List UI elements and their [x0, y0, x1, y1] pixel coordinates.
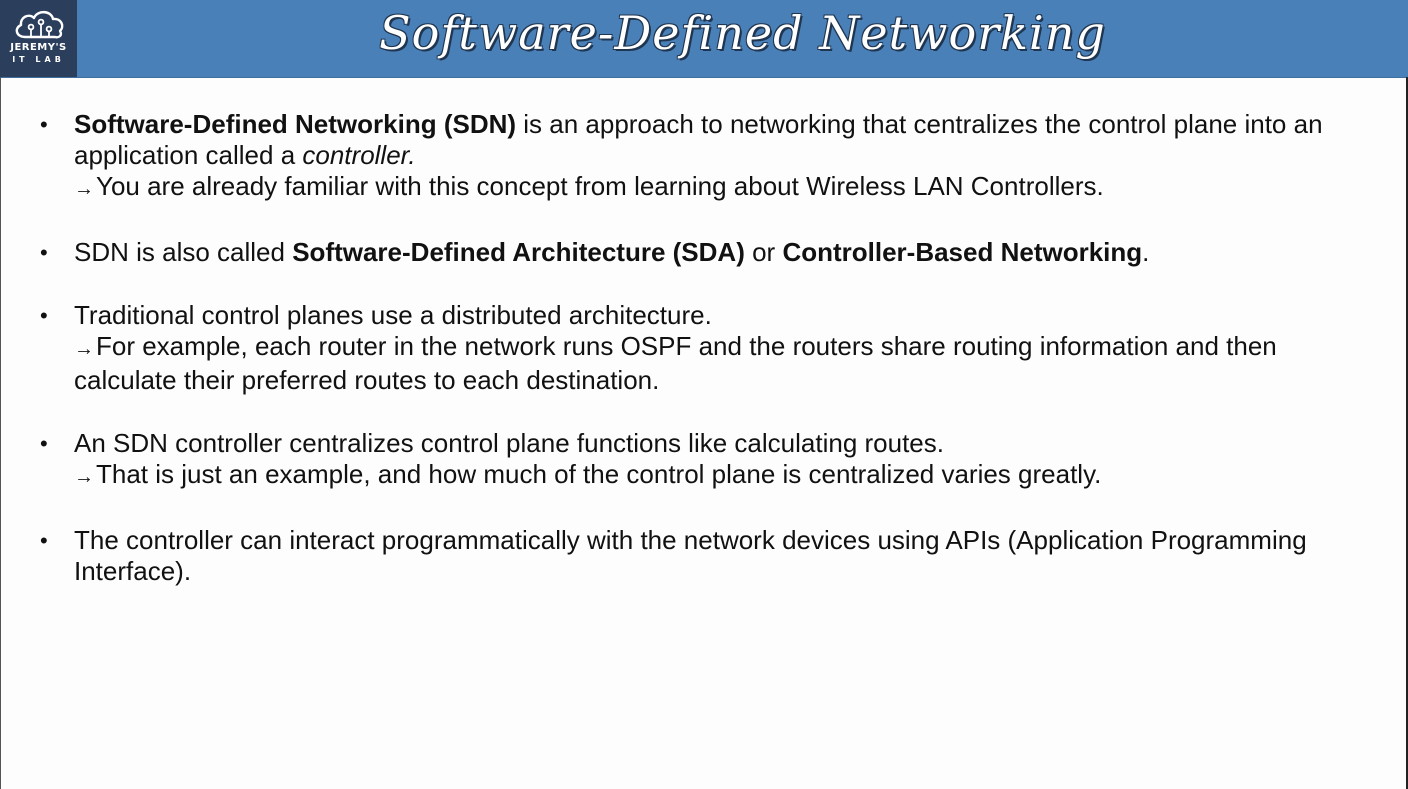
bullet-icon: • — [40, 240, 48, 265]
bullet-item-sdn-aliases: • SDN is also called Software-Defined Ar… — [40, 237, 1350, 268]
jeremys-it-lab-logo: JEREMY'S IT LAB — [0, 0, 77, 77]
bullet-icon: • — [40, 303, 48, 328]
bullet-item-sdn-controller: • An SDN controller centralizes control … — [40, 428, 1350, 493]
bullet-text: SDN is also called Software-Defined Arch… — [74, 237, 1149, 267]
bullet-icon: • — [40, 112, 48, 137]
arrow-right-icon: → — [74, 178, 94, 200]
text-run: is an approach to networking that centra… — [74, 109, 1323, 170]
bullet-item-sdn-definition: • Software-Defined Networking (SDN) is a… — [40, 109, 1350, 205]
bullet-item-apis: • The controller can interact programmat… — [40, 525, 1350, 587]
sub-point: →You are already familiar with this conc… — [74, 171, 1350, 205]
bullet-icon: • — [40, 528, 48, 553]
cloud-circuit-icon — [15, 10, 64, 39]
sub-text: For example, each router in the network … — [74, 331, 1277, 395]
logo-line-1: JEREMY'S — [10, 42, 67, 53]
slide-title: Software-Defined Networking — [379, 6, 1106, 60]
arrow-right-icon: → — [74, 466, 94, 488]
bullet-list: • Software-Defined Networking (SDN) is a… — [40, 109, 1350, 619]
sub-text: You are already familiar with this conce… — [96, 171, 1104, 201]
logo-line-2: IT LAB — [12, 55, 65, 64]
text-run: or — [744, 237, 783, 267]
bullet-text: Software-Defined Networking (SDN) is an … — [74, 109, 1323, 170]
slide-header: JEREMY'S IT LAB Software-Defined Network… — [0, 0, 1408, 78]
bullet-icon: • — [40, 431, 48, 456]
left-border — [0, 77, 1, 789]
bold-term: Software-Defined Networking (SDN) — [74, 109, 517, 139]
text-run: . — [1142, 237, 1150, 267]
right-border — [1406, 77, 1408, 789]
sub-point: →That is just an example, and how much o… — [74, 459, 1350, 493]
text-run: SDN is also called — [74, 237, 293, 267]
bullet-item-traditional-control-planes: • Traditional control planes use a distr… — [40, 300, 1350, 396]
bullet-text: The controller can interact programmatic… — [74, 525, 1307, 586]
sub-text: That is just an example, and how much of… — [96, 459, 1102, 489]
sub-point: →For example, each router in the network… — [74, 331, 1350, 396]
bold-term: Controller-Based Networking — [782, 237, 1143, 267]
bullet-text: An SDN controller centralizes control pl… — [74, 428, 944, 458]
arrow-right-icon: → — [74, 338, 94, 360]
italic-term: controller. — [302, 140, 416, 170]
bold-term: Software-Defined Architecture (SDA) — [292, 237, 745, 267]
bullet-text: Traditional control planes use a distrib… — [74, 300, 712, 330]
